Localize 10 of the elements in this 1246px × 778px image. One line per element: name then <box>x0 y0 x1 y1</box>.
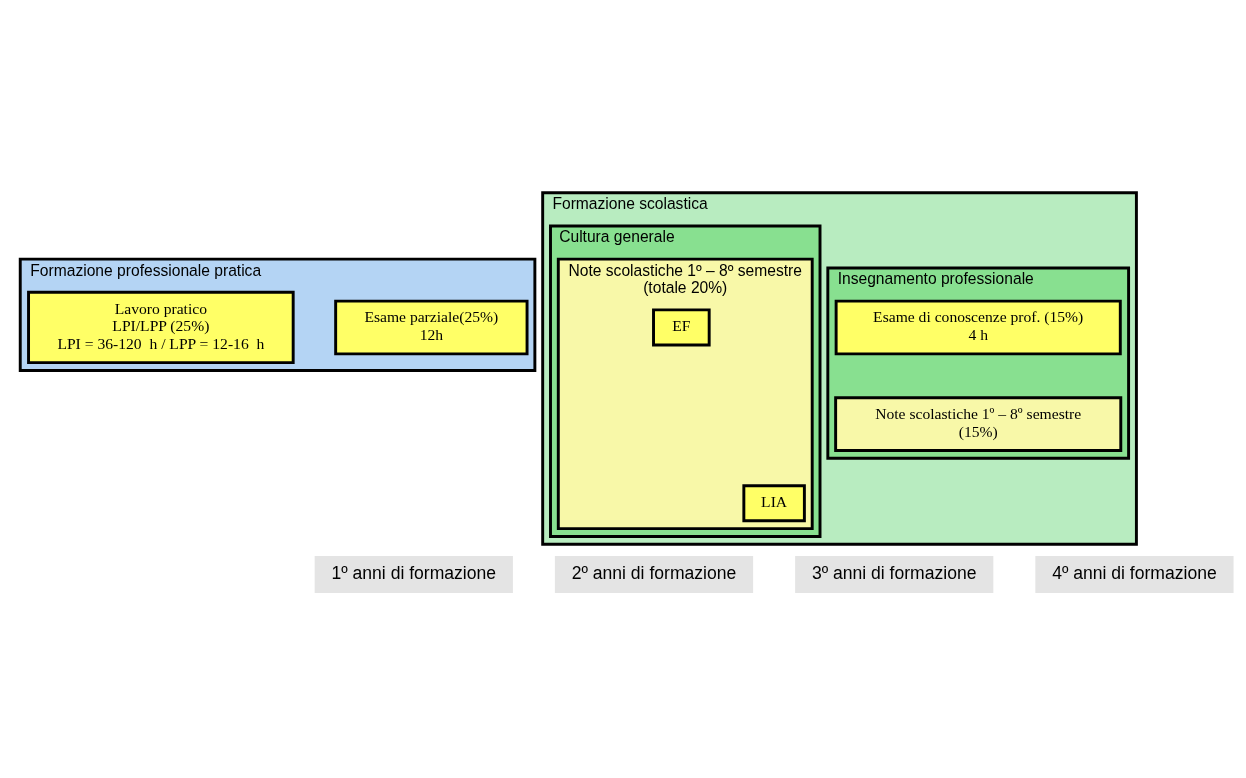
node-box: Note scolastiche 1º – 8º semestre (15%) <box>834 396 1123 452</box>
label: 2º anni di formazione <box>571 562 737 583</box>
node-box: EF <box>652 308 711 347</box>
label: 4º anni di formazione <box>1052 562 1217 583</box>
label: 1º anni di formazione <box>331 562 497 583</box>
node-box: Lavoro pratico LPI/LPP (25%) LPI = 36-120 h / LPP = 12-16 h <box>27 290 295 365</box>
node-box: Esame di conoscenze prof. (15%) 4 h <box>834 299 1122 356</box>
label: 3º anni di formazione <box>811 562 977 583</box>
node-box: Esame parziale(25%) 12h <box>334 299 529 356</box>
node-box: LIA <box>742 484 806 523</box>
